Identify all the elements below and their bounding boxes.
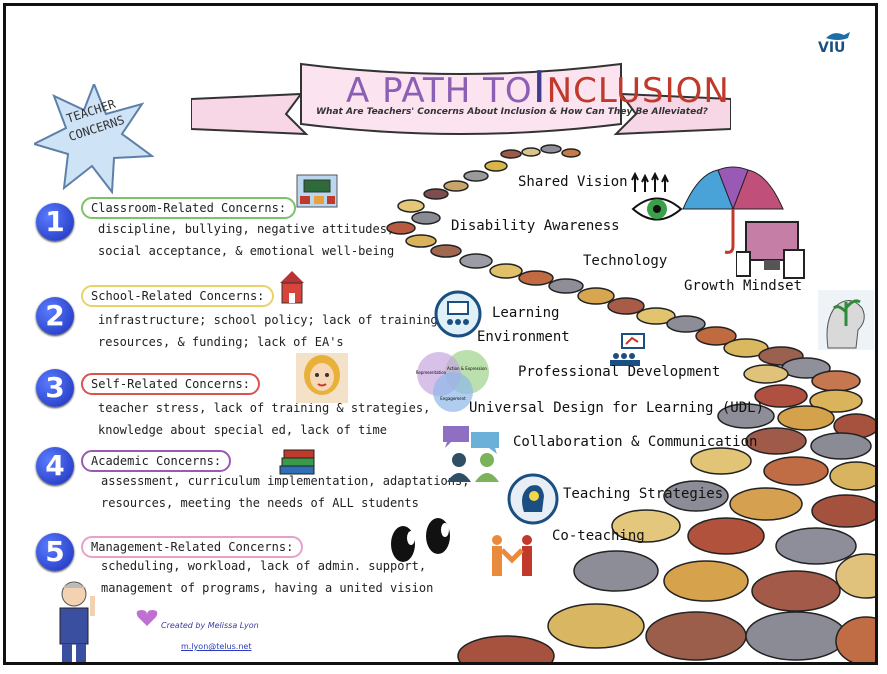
teacher-face-icon (296, 353, 348, 403)
step-co-teaching: Co-teaching (552, 528, 645, 544)
collaboration-people-icon (443, 426, 499, 482)
concern-body-3: teacher stress, lack of training & strat… (98, 401, 431, 437)
step-shared-vision: Shared Vision (518, 174, 628, 190)
concern-body-4: assessment, curriculum implementation, a… (101, 474, 470, 510)
concern-number-4: 4 (36, 447, 74, 485)
step-professional-development: Professional Development (518, 364, 721, 380)
professional-development-icon (610, 333, 645, 366)
learning-environment-icon (434, 290, 482, 338)
concern-body-5: scheduling, workload, lack of admin. sup… (101, 559, 434, 595)
step-growth-mindset: Growth Mindset (684, 278, 803, 294)
concern-number-2: 2 (36, 297, 74, 335)
concern-number-3: 3 (36, 369, 74, 407)
logo-text: VIU (818, 40, 846, 56)
concern-body-1: discipline, bullying, negative attitudes… (98, 222, 395, 258)
infographic-frame: A PATH TOINCLUSION What Are Teachers' Co… (3, 3, 878, 665)
step-learning: Learning (492, 305, 560, 321)
page-title: A PATH TOINCLUSION (346, 62, 730, 113)
title-banner (191, 62, 731, 136)
step-technology: Technology (583, 253, 668, 269)
books-icon (279, 449, 315, 475)
footprints-icon (391, 518, 450, 562)
co-teaching-icon (492, 535, 532, 576)
credit-text: Created by Melissa Lyon (161, 621, 259, 630)
udl-venn-diagram: Action & Expression Representation Engag… (416, 350, 489, 412)
concern-number-1: 1 (36, 203, 74, 241)
umbrella-icon (681, 166, 785, 254)
step-disability-awareness: Disability Awareness (451, 218, 620, 234)
venn-label-left: Representation (416, 370, 447, 375)
school-icon (280, 271, 304, 304)
teaching-strategies-icon (507, 473, 559, 525)
step-teaching-strategies: Teaching Strategies (563, 486, 724, 502)
heart-icon (136, 610, 158, 626)
concern-number-5: 5 (36, 533, 74, 571)
venn-label-bottom: Engagement (440, 396, 466, 401)
arrows-up-icon (631, 172, 669, 192)
devices-icon (736, 221, 805, 279)
presenter-man-icon (59, 581, 95, 662)
author-email[interactable]: m.lyon@telus.net (181, 642, 252, 651)
concern-title-2: School-Related Concerns: (81, 285, 275, 307)
step-collaboration: Collaboration & Communication (513, 434, 758, 450)
brain-plant-icon (818, 290, 874, 350)
concern-title-4: Academic Concerns: (81, 450, 232, 472)
page-subtitle: What Are Teachers' Concerns About Inclus… (316, 107, 708, 117)
whale-icon (826, 32, 850, 40)
concern-title-1: Classroom-Related Concerns: (81, 197, 297, 219)
eye-icon (631, 197, 683, 221)
venn-label-top: Action & Expression (447, 366, 487, 371)
concern-title-3: Self-Related Concerns: (81, 373, 260, 395)
stone-path (386, 144, 875, 662)
classroom-icon (296, 174, 338, 208)
concern-body-2: infrastructure; school policy; lack of t… (98, 313, 445, 349)
step-udl: Universal Design for Learning (UDL) (469, 400, 765, 416)
step-environment: Environment (477, 329, 570, 345)
star-badge (34, 84, 154, 194)
concern-title-5: Management-Related Concerns: (81, 536, 304, 558)
